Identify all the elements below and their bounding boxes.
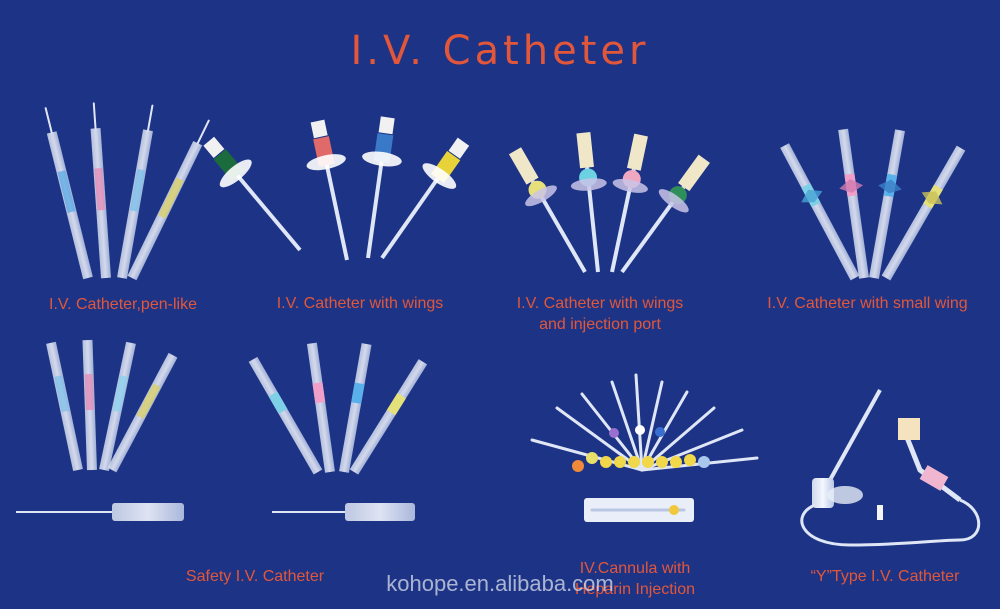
page-title: I.V. Catheter (350, 28, 650, 74)
safety-winged-catheters-image (248, 342, 428, 521)
caption-small-wing: I.V. Catheter with small wing (767, 295, 968, 312)
safety-catheters-image (16, 339, 184, 521)
winged-port-catheters-image (508, 132, 710, 274)
caption-cannula-line2: Heparin Injection (574, 581, 696, 598)
caption-y-type: “Y”Type I.V. Catheter (810, 568, 960, 585)
caption-wings-port-line1: I.V. Catheter with wings (516, 295, 684, 312)
cannula-fan-image (530, 373, 759, 522)
caption-safety: Safety I.V. Catheter (185, 568, 325, 585)
y-type-catheter-image (800, 389, 981, 547)
winged-catheters-image (203, 116, 470, 261)
caption-pen-like: I.V. Catheter,pen-like (49, 296, 197, 313)
caption-wings-port-line2: and injection port (539, 316, 661, 333)
watermark-text: kohope.en.alibaba.com (386, 571, 614, 596)
pen-like-catheters-image (44, 102, 210, 281)
caption-cannula-line1: IV.Cannula with (579, 560, 691, 577)
small-wing-catheters-image (780, 128, 966, 281)
caption-with-wings: I.V. Catheter with wings (276, 295, 444, 312)
